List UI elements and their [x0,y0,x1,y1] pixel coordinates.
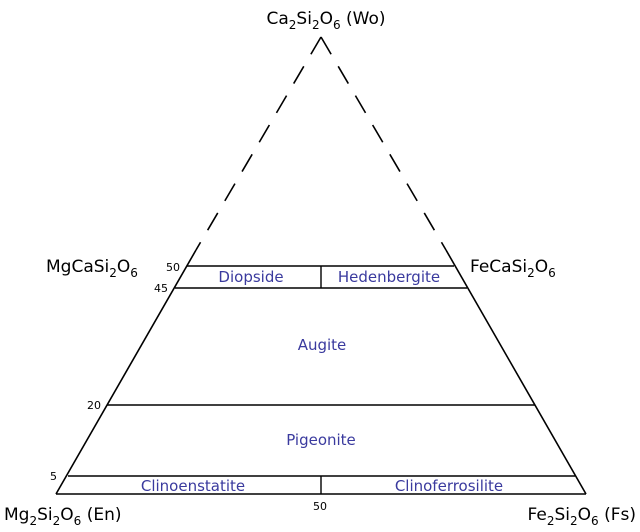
edge-label-mgca: MgCaSi2O6 [46,257,138,280]
dashed-edge-left [195,36,322,251]
edge-label-feca: FeCaSi2O6 [470,257,556,280]
dashed-edge-right [320,36,447,251]
region-label-clinoferrosilite: Clinoferrosilite [395,477,503,495]
region-label-diopside: Diopside [218,268,283,286]
region-label-hedenbergite: Hedenbergite [338,268,440,286]
tick-label-45: 45 [154,282,168,295]
tick-label-5: 5 [50,470,57,483]
tick-label-base-50: 50 [313,500,327,513]
region-label-augite: Augite [298,336,347,354]
tick-label-20: 20 [87,399,101,412]
region-label-pigeonite: Pigeonite [286,431,356,449]
vertex-label-ferrosilite: Fe2Si2O6 (Fs) [528,505,636,528]
vertex-label-wollastonite: Ca2Si2O6 (Wo) [266,9,385,32]
edge-right [445,249,587,495]
vertex-label-enstatite: Mg2Si2O6 (En) [4,505,121,528]
edge-left [55,249,197,495]
tick-label-50: 50 [166,261,180,274]
region-label-clinoenstatite: Clinoenstatite [141,477,245,495]
